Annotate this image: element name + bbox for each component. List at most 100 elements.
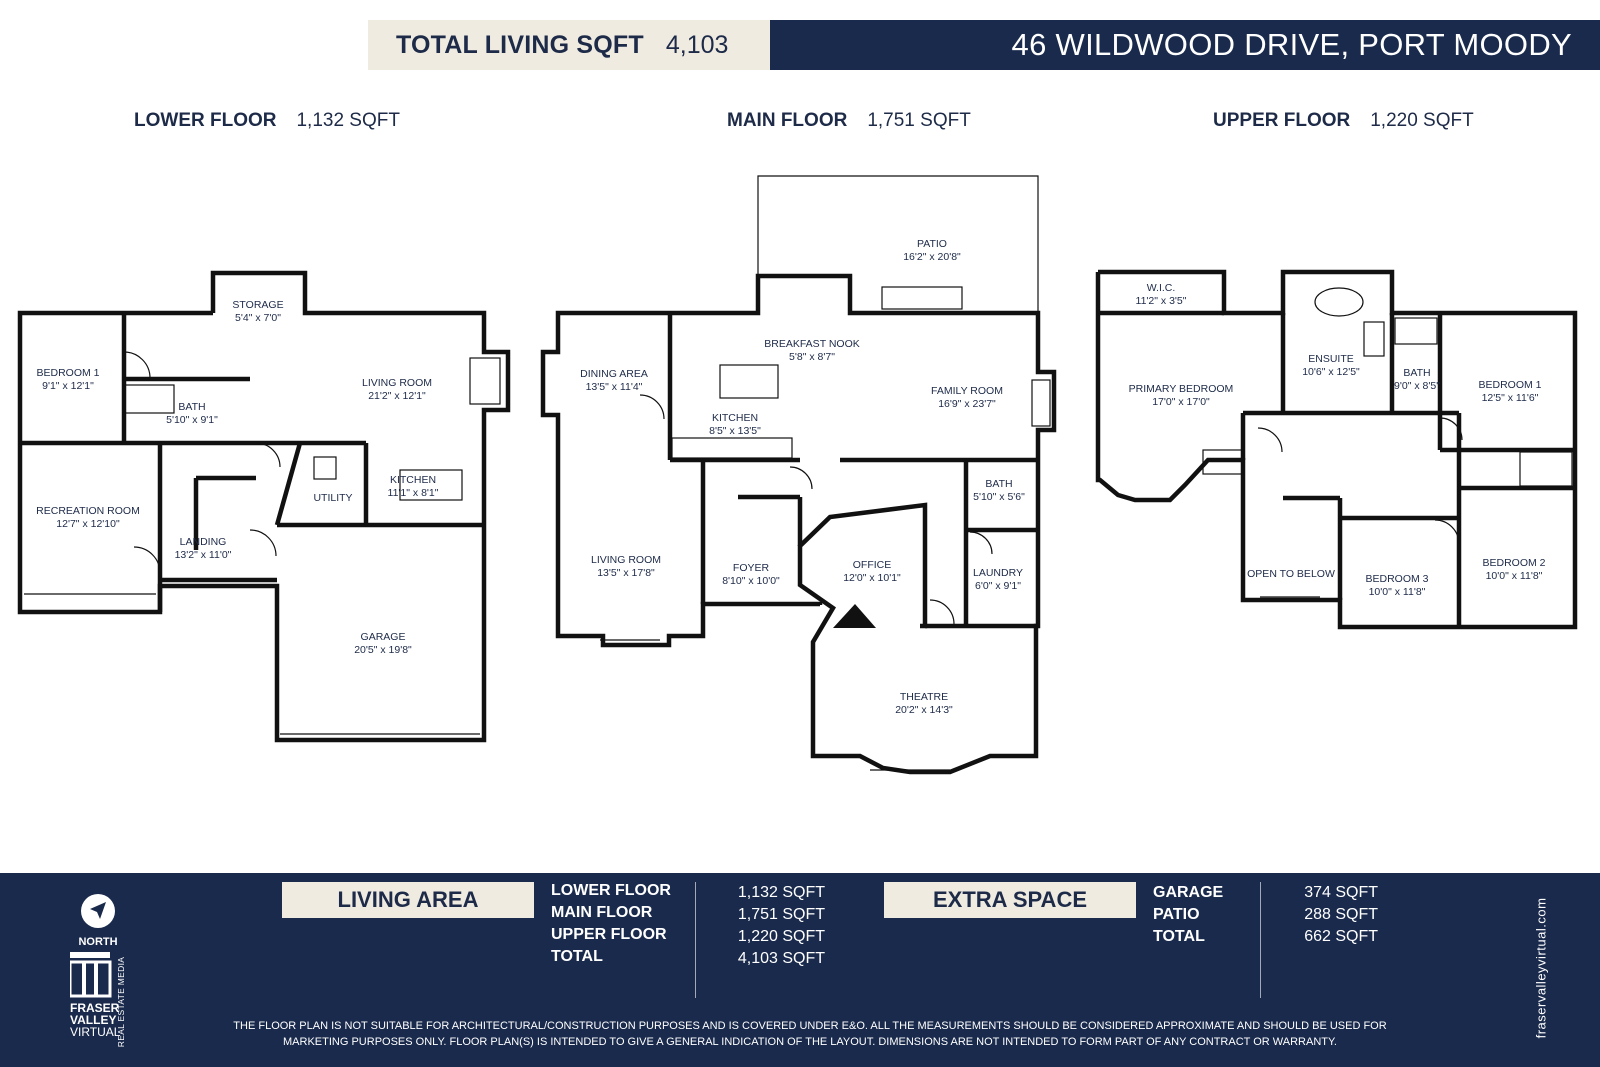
room-dims: 13'5" x 17'8"	[597, 567, 655, 579]
room-dims: 8'10" x 10'0"	[722, 575, 780, 587]
door-swing	[929, 599, 955, 625]
room-name: FOYER	[733, 562, 770, 574]
website-text: fraservalleyvirtual.com	[1533, 897, 1549, 1038]
door-swing	[969, 531, 993, 555]
room-dims: 12'7" x 12'10"	[56, 518, 120, 530]
floor-plans: STORAGE 5'4" x 7'0" BEDROOM 1 9'1" x 12'…	[17, 175, 1578, 775]
room-name: KITCHEN	[390, 474, 436, 486]
room-dims: 10'0" x 11'8"	[1486, 570, 1543, 582]
logo-line-1: FRASER	[70, 1001, 120, 1015]
door-swing	[639, 394, 665, 420]
living-row-value: 4,103 SQFT	[737, 950, 825, 967]
patio-door	[881, 286, 963, 310]
main-floor-name: MAIN FLOOR	[727, 110, 848, 131]
extra-row-label: PATIO	[1153, 906, 1200, 923]
room-name: BEDROOM 3	[1365, 573, 1428, 585]
address-text: 46 WILDWOOD DRIVE, PORT MOODY	[1011, 27, 1572, 62]
main-floor-area: 1,751 SQFT	[867, 110, 971, 131]
room-name: RECREATION ROOM	[36, 505, 140, 517]
north-label: NORTH	[78, 936, 118, 948]
fireplace-hatch	[1031, 379, 1051, 427]
lower-floor-name: LOWER FLOOR	[134, 110, 277, 131]
room-name: DINING AREA	[580, 368, 648, 380]
room-name: FAMILY ROOM	[931, 385, 1003, 397]
lower-floor-plan: STORAGE 5'4" x 7'0" BEDROOM 1 9'1" x 12'…	[17, 270, 511, 743]
logo-tagline-text: REAL ESTATE MEDIA	[116, 956, 126, 1048]
room-name: LIVING ROOM	[591, 554, 661, 566]
total-living-value: 4,103	[665, 30, 729, 59]
door-swing	[1434, 519, 1460, 545]
bathtub	[123, 384, 175, 414]
upper-floor-plan: W.I.C. 11'2" x 3'5" ENSUITE 10'6" x 12'5…	[1095, 269, 1578, 630]
kitchen-counter	[399, 469, 463, 501]
room-name: STORAGE	[232, 299, 283, 311]
living-area-labels: LOWER FLOOR MAIN FLOOR UPPER FLOOR TOTAL	[551, 880, 671, 968]
room-dims: 10'0" x 11'8"	[1369, 586, 1426, 598]
living-row-label: MAIN FLOOR	[551, 904, 653, 921]
door-swing	[1257, 427, 1283, 453]
lower-outer-wall	[17, 270, 511, 743]
extra-space-labels: GARAGE PATIO TOTAL	[1153, 882, 1223, 948]
room-dims: 8'5" x 13'5"	[709, 425, 761, 437]
door-swing	[255, 442, 281, 468]
door-swing	[789, 466, 813, 490]
room-name: OFFICE	[853, 559, 892, 571]
extra-row-label: TOTAL	[1153, 928, 1205, 945]
shower	[1363, 321, 1385, 357]
room-dims: 21'2" x 12'1"	[368, 390, 426, 402]
extra-space-values: 374 SQFT 288 SQFT 662 SQFT	[1280, 882, 1378, 948]
upper-outer-wall	[1095, 269, 1578, 630]
door-swing	[249, 529, 277, 557]
room-name: UTILITY	[313, 492, 352, 504]
main-floor-title: MAIN FLOOR 1,751 SQFT	[727, 110, 971, 132]
divider	[695, 882, 696, 998]
room-name: BATH	[1403, 367, 1430, 379]
total-living-label: TOTAL LIVING SQFT	[396, 30, 644, 59]
main-floor-plan: PATIO 16'2" x 20'8" BREAKFAST NOOK 5'8" …	[540, 175, 1057, 775]
room-dims: 11'1" x 8'1"	[388, 487, 439, 499]
room-name: THEATRE	[900, 691, 948, 703]
room-dims: 16'9" x 23'7"	[938, 398, 996, 410]
room-name: BATH	[178, 401, 205, 413]
extra-row-value: 374 SQFT	[1304, 884, 1378, 901]
room-dims: 5'10" x 9'1"	[166, 414, 218, 426]
divider	[1260, 882, 1261, 998]
logo-wordmark: FRASER VALLEY VIRTUAL	[70, 1002, 120, 1038]
living-area-tag: LIVING AREA	[282, 882, 534, 918]
main-outer-wall	[670, 273, 1057, 775]
room-name: BREAKFAST NOOK	[764, 338, 860, 350]
theatre-marker	[833, 604, 876, 628]
door-swing	[133, 546, 161, 574]
room-dims: 13'5" x 11'4"	[586, 381, 643, 393]
upper-floor-name: UPPER FLOOR	[1213, 110, 1351, 131]
room-dims: 17'0" x 17'0"	[1152, 396, 1210, 408]
room-dims: 11'2" x 3'5"	[1136, 295, 1187, 307]
room-dims: 9'1" x 12'1"	[42, 380, 94, 392]
room-dims: 12'5" x 11'6"	[1482, 392, 1539, 404]
room-name: BATH	[985, 478, 1012, 490]
kitchen-island	[719, 364, 779, 399]
room-dims: 5'10" x 5'6"	[973, 491, 1025, 503]
living-area-values: 1,132 SQFT 1,751 SQFT 1,220 SQFT 4,103 S…	[720, 882, 825, 970]
extra-space-tag-text: EXTRA SPACE	[932, 887, 1088, 912]
logo-line-2: VALLEY	[70, 1013, 117, 1027]
address-banner: 46 WILDWOOD DRIVE, PORT MOODY	[770, 20, 1600, 70]
room-name: KITCHEN	[712, 412, 758, 424]
living-row-value: 1,220 SQFT	[737, 928, 825, 945]
room-dims: 6'0" x 9'1"	[975, 580, 1021, 592]
north-arrow-icon	[81, 894, 115, 928]
main-west-wall	[540, 310, 823, 648]
room-name: LANDING	[180, 536, 227, 548]
living-row-label: TOTAL	[551, 948, 603, 965]
room-name: OPEN TO BELOW	[1247, 568, 1335, 580]
room-dims: 16'2" x 20'8"	[903, 251, 961, 263]
room-dims: 20'2" x 14'3"	[895, 704, 953, 716]
lower-wall	[274, 442, 303, 526]
disclaimer: THE FLOOR PLAN IS NOT SUITABLE FOR ARCHI…	[233, 1020, 1387, 1048]
extra-row-value: 288 SQFT	[1304, 906, 1378, 923]
room-name: PATIO	[917, 238, 947, 250]
stair-hatch	[1202, 449, 1244, 475]
door-swing	[1439, 417, 1463, 441]
room-name: PRIMARY BEDROOM	[1129, 383, 1234, 395]
